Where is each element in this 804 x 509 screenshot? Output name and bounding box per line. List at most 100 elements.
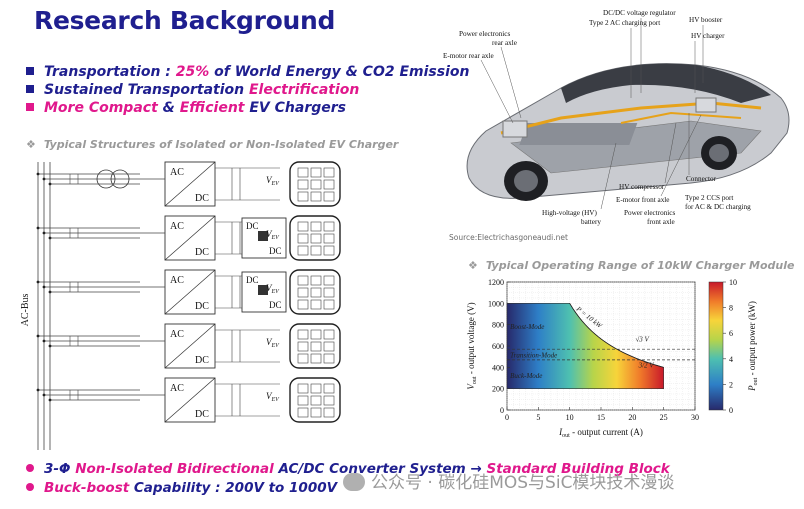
colorbar: [708, 281, 724, 411]
bottom-highlight: Buck-boost: [44, 480, 130, 496]
battery-cell: [310, 287, 322, 298]
bullet-highlight: More Compact: [44, 100, 158, 116]
bottom-text: Capability : 200V to 1000V: [129, 480, 338, 496]
battery-cell: [310, 233, 322, 244]
battery-cell: [310, 191, 322, 202]
battery-cell: [310, 275, 322, 286]
y-tick-label: 600: [492, 342, 504, 351]
bullet-highlight: Efficient: [179, 100, 245, 116]
battery-cell: [297, 275, 309, 286]
x-tick-label: 0: [505, 413, 509, 422]
label-type2-ccs: Type 2 CCS port: [685, 194, 733, 202]
label-pe-rear: Power electronics: [459, 30, 510, 38]
battery-cell: [323, 167, 335, 178]
colorbar-tick-label: 10: [729, 278, 737, 287]
acdc-dc-label: DC: [195, 409, 209, 420]
buck-mode-label: Buck-Mode: [510, 372, 542, 380]
bullet-text: of World Energy & CO2 Emission: [209, 64, 470, 80]
colorbar-tick-label: 4: [729, 355, 733, 364]
x-tick-label: 30: [691, 413, 699, 422]
battery-cell: [323, 245, 335, 256]
watermark: 公众号 · 碳化硅MOS与SiC模块技术漫谈: [343, 468, 674, 493]
rear-wheel-rim: [709, 144, 729, 162]
acdc-ac-label: AC: [170, 221, 184, 232]
acdc-dc-label: DC: [195, 355, 209, 366]
label-type2-ac-port: Type 2 AC charging port: [589, 19, 660, 27]
y-axis-label: Vout - output voltage (V): [466, 302, 478, 389]
battery-cell: [297, 329, 309, 340]
vev-label: VEV: [266, 391, 280, 403]
battery-cell: [297, 407, 309, 418]
y-tick-label: 1000: [488, 299, 504, 308]
square-bullet-icon: [26, 85, 34, 93]
hv-cabling: [500, 101, 762, 135]
battery-cell: [297, 383, 309, 394]
label-hv-compressor: HV compressor: [619, 183, 665, 191]
label-leaders: [480, 18, 704, 210]
label-hv-battery-2: battery: [581, 218, 601, 226]
watermark-text: 公众号 · 碳化硅MOS与SiC模块技术漫谈: [371, 473, 675, 493]
round-bullet-icon: [26, 483, 34, 491]
x-tick-label: 20: [628, 413, 636, 422]
y-tick-label: 1200: [488, 278, 504, 287]
transformer-coil: [96, 169, 116, 189]
bottom-text: AC/DC Converter System →: [273, 461, 487, 477]
wechat-icon: [343, 473, 365, 491]
label-emotor-front: E-motor front axle: [616, 196, 670, 204]
battery-cell: [323, 329, 335, 340]
x-tick-label: 10: [566, 413, 574, 422]
battery-cell: [310, 167, 322, 178]
ev-car-illustration: DC/DC voltage regulator Type 2 AC chargi…: [443, 9, 790, 242]
boost-mode-label: Boost-Mode: [510, 323, 544, 331]
car-labels: DC/DC voltage regulator Type 2 AC chargi…: [443, 9, 751, 226]
battery-cell: [310, 329, 322, 340]
battery-cell: [323, 341, 335, 352]
square-bullet-icon: [26, 103, 34, 111]
bottom-highlight: Standard Building Block: [486, 461, 670, 477]
battery-cell: [297, 287, 309, 298]
x-axis-label: Iout - output current (A): [558, 427, 643, 439]
battery-cell: [310, 395, 322, 406]
battery-cell: [323, 395, 335, 406]
bullet-transportation: Transportation : 25% of World Energy & C…: [26, 64, 469, 80]
label-hv-charger: HV charger: [691, 32, 725, 40]
battery-cell: [297, 233, 309, 244]
x-tick-label: 5: [536, 413, 540, 422]
battery-cell: [323, 383, 335, 394]
label-dcdc-regulator: DC/DC voltage regulator: [603, 9, 676, 17]
dcdc-out-label: DC: [269, 246, 282, 256]
battery-cell: [323, 353, 335, 364]
power-curve: [569, 303, 664, 368]
label-pe-rear-axle: rear axle: [492, 39, 517, 47]
bullet-text: Sustained Transportation: [44, 82, 249, 98]
dcdc-out-label: DC: [269, 300, 282, 310]
sqrt3-label: √3 V: [635, 336, 649, 344]
front-wheel-rim: [514, 170, 538, 192]
battery-cell: [323, 233, 335, 244]
x-tick-label: 15: [597, 413, 605, 422]
rear-motor: [502, 120, 528, 138]
bottom-text: 3-Φ: [44, 461, 76, 477]
bullet-text: Transportation :: [44, 64, 176, 80]
dcdc-converter-box: [241, 271, 287, 313]
label-hv-battery: High-voltage (HV): [542, 209, 597, 217]
battery-cell: [310, 407, 322, 418]
battery-cell: [310, 299, 322, 310]
colorbar-tick-label: 2: [729, 380, 733, 389]
x-tick-label: 25: [660, 413, 668, 422]
battery-cell: [297, 299, 309, 310]
battery-cell: [323, 179, 335, 190]
bullet-compact: More Compact & Efficient EV Chargers: [26, 100, 346, 116]
battery-cell: [310, 179, 322, 190]
ev-car-figure: DC/DC voltage regulator Type 2 AC chargi…: [441, 3, 797, 243]
battery-cell: [297, 341, 309, 352]
battery-cell: [297, 179, 309, 190]
bottom-line-2: Buck-boost Capability : 200V to 1000V: [26, 480, 337, 496]
bullet-text: EV Chargers: [244, 100, 346, 116]
acdc-dc-label: DC: [195, 193, 209, 204]
